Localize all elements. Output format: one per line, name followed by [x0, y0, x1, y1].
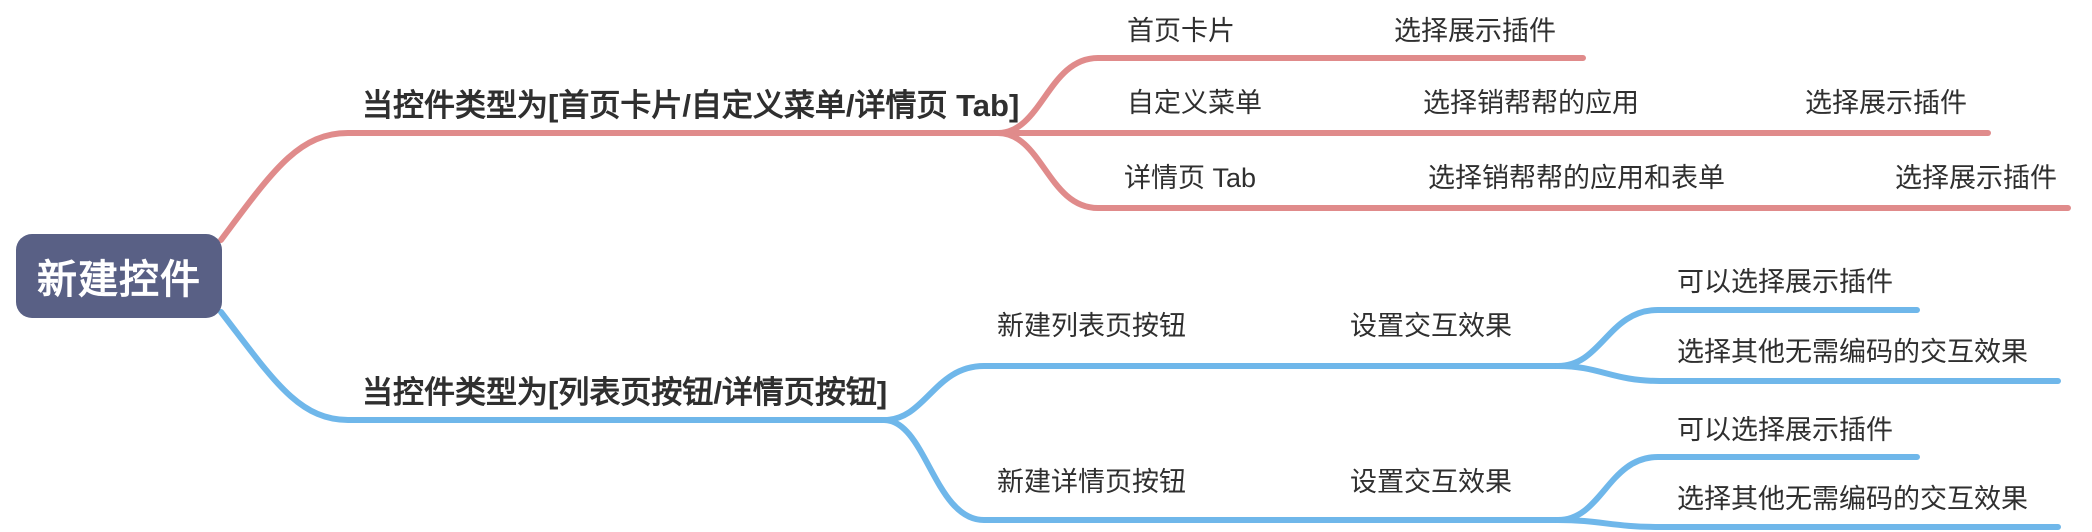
node-custom-menu-choose-plugin[interactable]: 选择展示插件: [1805, 88, 1967, 118]
leaf-detail-button-no-code-interaction[interactable]: 选择其他无需编码的交互效果: [1677, 484, 2028, 514]
connector-root-to-blue-branch: [218, 309, 887, 423]
leaf-list-button-no-code-interaction[interactable]: 选择其他无需编码的交互效果: [1677, 337, 2028, 367]
connector-blue-row-list-button: [881, 363, 1561, 423]
node-home-card[interactable]: 首页卡片: [1127, 16, 1235, 46]
branch-label-list-detail-button[interactable]: 当控件类型为[列表页按钮/详情页按钮]: [362, 375, 888, 410]
node-detail-button-set-interaction[interactable]: 设置交互效果: [1350, 467, 1512, 497]
leaf-detail-button-choose-plugin[interactable]: 可以选择展示插件: [1677, 415, 1893, 445]
connector-root-to-red-branch: [218, 130, 1001, 243]
branch-label-card-menu-tab[interactable]: 当控件类型为[首页卡片/自定义菜单/详情页 Tab]: [362, 88, 1020, 123]
leaf-list-button-choose-plugin[interactable]: 可以选择展示插件: [1677, 267, 1893, 297]
node-new-list-button[interactable]: 新建列表页按钮: [997, 311, 1186, 341]
node-custom-menu[interactable]: 自定义菜单: [1127, 88, 1262, 118]
node-detail-tab-choose-app-form[interactable]: 选择销帮帮的应用和表单: [1428, 163, 1725, 193]
connector-blue-row-detail-button: [881, 417, 1561, 523]
connector-red-row-detail-tab: [995, 130, 2071, 211]
node-list-button-set-interaction[interactable]: 设置交互效果: [1350, 311, 1512, 341]
root-node[interactable]: 新建控件: [16, 234, 222, 318]
node-detail-tab-choose-plugin[interactable]: 选择展示插件: [1895, 163, 2057, 193]
node-custom-menu-choose-app[interactable]: 选择销帮帮的应用: [1423, 88, 1639, 118]
connector-list-button-leaf-no-code: [1555, 363, 2061, 384]
connector-red-row-home-card: [995, 55, 1586, 136]
node-new-detail-button[interactable]: 新建详情页按钮: [997, 467, 1186, 497]
node-home-card-choose-plugin[interactable]: 选择展示插件: [1394, 16, 1556, 46]
node-detail-tab[interactable]: 详情页 Tab: [1124, 163, 1257, 193]
connector-detail-button-leaf-plugin: [1555, 454, 1920, 523]
connector-detail-button-leaf-no-code: [1555, 517, 2061, 530]
connector-list-button-leaf-plugin: [1555, 307, 1920, 369]
